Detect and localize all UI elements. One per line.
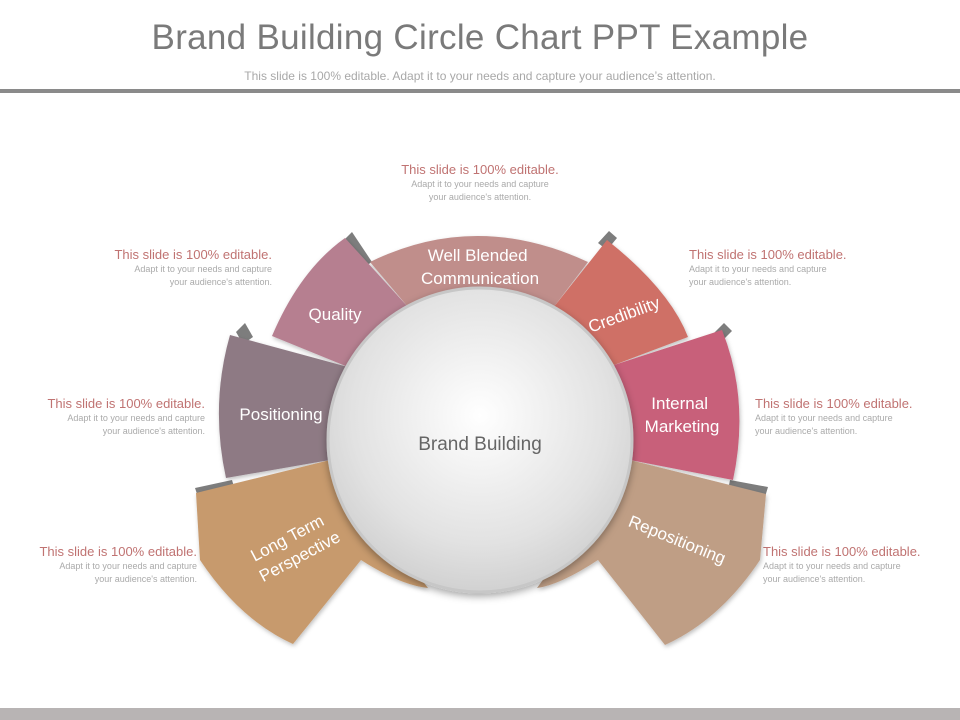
note-heading: This slide is 100% editable.	[114, 247, 272, 262]
segment-label: Positioning	[239, 405, 322, 424]
hub-label: Brand Building	[418, 434, 542, 455]
note-body-line: your audience's attention.	[94, 574, 197, 584]
slide-subtitle: This slide is 100% editable. Adapt it to…	[244, 69, 716, 83]
note-upper-right: This slide is 100% editable. Adapt it to…	[689, 246, 909, 289]
note-top: This slide is 100% editable. Adapt it to…	[370, 161, 590, 204]
note-body-line: your audience's attention.	[763, 574, 866, 584]
segment-long-term-perspective[interactable]	[196, 460, 428, 644]
note-body-line: your audience's attention.	[428, 192, 532, 202]
segment-label-line: Marketing	[645, 417, 720, 436]
segment-repositioning[interactable]	[537, 460, 766, 645]
note-body-line: Adapt it to your needs and capture	[411, 179, 549, 189]
note-heading: This slide is 100% editable.	[39, 544, 197, 559]
segment-label: Well Blended Communication	[421, 246, 539, 288]
note-heading: This slide is 100% editable.	[763, 544, 921, 559]
segment-positioning[interactable]	[218, 335, 348, 478]
note-mid-right: This slide is 100% editable. Adapt it to…	[755, 395, 960, 438]
note-body-line: your audience's attention.	[102, 426, 205, 436]
note-heading: This slide is 100% editable.	[689, 247, 847, 262]
segment-label: Internal Marketing	[645, 394, 720, 436]
segment-label-line: Communication	[421, 269, 539, 288]
note-upper-left: This slide is 100% editable. Adapt it to…	[52, 246, 272, 289]
segment-label-line: Internal	[651, 394, 708, 413]
note-body-line: Adapt it to your needs and capture	[67, 413, 205, 423]
footer-bar	[0, 708, 960, 720]
note-body-line: your audience's attention.	[689, 277, 792, 287]
segments	[196, 236, 766, 645]
segment-quality[interactable]	[272, 238, 408, 367]
note-lower-right: This slide is 100% editable. Adapt it to…	[763, 543, 960, 586]
header-divider	[0, 89, 960, 93]
note-body-line: your audience's attention.	[755, 426, 858, 436]
note-mid-left: This slide is 100% editable. Adapt it to…	[0, 395, 205, 438]
segment-internal-marketing[interactable]	[614, 330, 740, 480]
note-body-line: Adapt it to your needs and capture	[59, 561, 197, 571]
hub-circle[interactable]	[326, 286, 634, 594]
slide-title: Brand Building Circle Chart PPT Example	[151, 18, 809, 57]
segment-label: Quality	[309, 305, 362, 324]
note-heading: This slide is 100% editable.	[47, 396, 205, 411]
note-heading: This slide is 100% editable.	[755, 396, 913, 411]
note-lower-left: This slide is 100% editable. Adapt it to…	[0, 543, 197, 586]
segment-label-line: Well Blended	[428, 246, 528, 265]
note-body-line: Adapt it to your needs and capture	[134, 264, 272, 274]
note-body-line: Adapt it to your needs and capture	[755, 413, 893, 423]
note-body-line: Adapt it to your needs and capture	[763, 561, 901, 571]
note-body-line: your audience's attention.	[169, 277, 272, 287]
note-body-line: Adapt it to your needs and capture	[689, 264, 827, 274]
segment-well-blended-communication[interactable]	[370, 236, 588, 308]
note-heading: This slide is 100% editable.	[401, 162, 559, 177]
notch-tab	[343, 232, 372, 268]
